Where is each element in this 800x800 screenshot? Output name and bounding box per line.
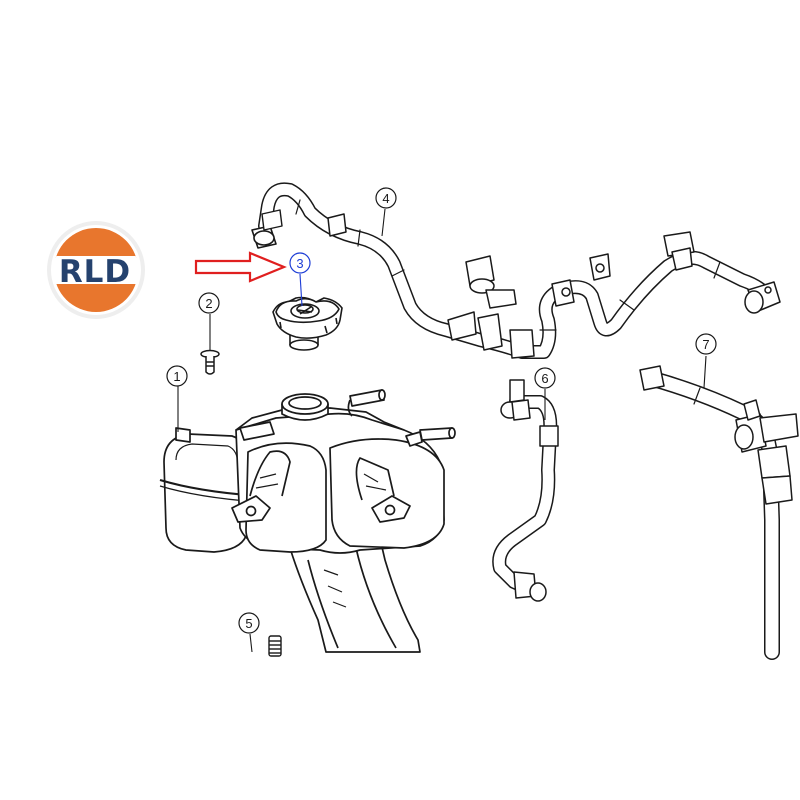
part-cap [272, 296, 343, 351]
callout-3: 3 [289, 252, 311, 274]
callout-1-label: 1 [173, 369, 180, 384]
callout-7-label: 7 [702, 337, 709, 352]
callout-6-label: 6 [541, 371, 548, 386]
part-hose-right [639, 365, 799, 660]
part-hose-assembly [251, 182, 781, 359]
callout-1: 1 [166, 365, 188, 387]
callout-leaders [177, 208, 707, 653]
rld-logo: RLD [47, 221, 145, 319]
logo-text: RLD [59, 254, 131, 290]
callout-3-label: 3 [296, 256, 303, 271]
callout-2-label: 2 [205, 296, 212, 311]
callout-7: 7 [695, 333, 717, 355]
callout-6: 6 [534, 367, 556, 389]
part-stud [268, 635, 282, 657]
callout-2: 2 [198, 292, 220, 314]
part-push-pin [200, 349, 220, 375]
part-hose-short [492, 379, 559, 602]
right-arrow-icon [194, 251, 287, 283]
callout-5: 5 [238, 612, 260, 634]
callout-4: 4 [375, 187, 397, 209]
part-reservoir [159, 389, 456, 653]
callout-5-label: 5 [245, 616, 252, 631]
callout-4-label: 4 [382, 191, 389, 206]
